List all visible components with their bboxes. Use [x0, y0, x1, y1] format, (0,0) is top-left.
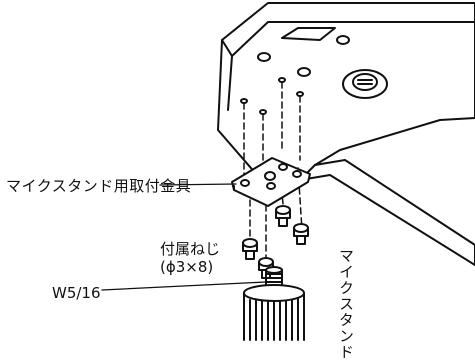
- mic-stand-label: マイクスタンド: [337, 248, 355, 360]
- screw: [293, 223, 309, 245]
- bracket-label: マイクスタンド用取付金具: [6, 177, 192, 195]
- mounting-diagram: [101, 2, 475, 341]
- display-window: [281, 27, 336, 41]
- top-button-3: [297, 67, 311, 77]
- screw: [242, 238, 258, 260]
- mic-stand-top: [243, 266, 305, 341]
- thread-label: W5/16: [52, 284, 101, 302]
- screw-size-label: (ϕ3×8): [160, 258, 214, 276]
- bracket-leader: [159, 183, 237, 186]
- dial: [342, 69, 388, 99]
- top-button-2: [257, 52, 271, 62]
- top-button-1: [336, 35, 350, 45]
- thread-leader: [101, 281, 267, 291]
- screws-label: 付属ねじ: [160, 240, 221, 258]
- bracket-plate: [231, 157, 311, 207]
- screw: [275, 205, 291, 227]
